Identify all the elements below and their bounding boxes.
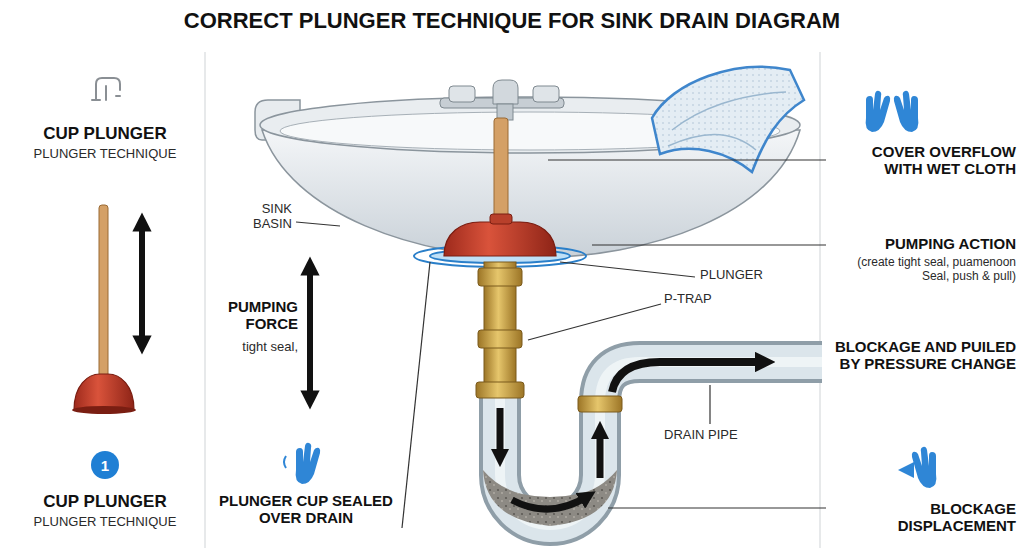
hand-icon <box>284 456 286 468</box>
hand-icon <box>296 443 321 484</box>
plunger <box>414 118 586 267</box>
leader-line <box>528 304 661 340</box>
tailpiece <box>476 382 524 398</box>
leader-line <box>608 507 826 508</box>
step-label: PLUNGER CUP SEALED OVER DRAIN <box>218 492 394 527</box>
step-number: 1 <box>101 457 109 474</box>
hand-icon <box>894 91 919 132</box>
divider-line <box>820 52 821 548</box>
part-label: P-TRAP <box>664 292 712 307</box>
hand-icon <box>898 462 914 478</box>
step-label: BLOCKAGE AND PUILED BY PRESSURE CHANGE <box>830 338 1016 373</box>
plunger <box>490 214 512 224</box>
wet-cloth <box>668 135 756 151</box>
force-label: PUMPING FORCE <box>214 298 298 333</box>
plunger-icon <box>72 406 136 414</box>
motion-arrow <box>307 266 313 400</box>
faucet-icon <box>92 99 100 101</box>
part-label: DRAIN PIPE <box>664 428 738 443</box>
part-label: PLUNGER <box>700 268 763 283</box>
faucet-icon <box>92 78 120 100</box>
faucet-icon <box>116 95 120 97</box>
p-trap <box>483 362 822 526</box>
leader-line <box>548 159 826 160</box>
motion-arrow <box>139 222 145 345</box>
flow-arrow <box>597 430 604 478</box>
leader-line <box>592 244 826 245</box>
faucet <box>440 80 564 120</box>
faucet <box>493 80 518 104</box>
panel-subtitle: PLUNGER TECHNIQUE <box>15 515 195 530</box>
panel-heading: CUP PLUNGER <box>15 124 195 144</box>
tailpiece <box>578 396 622 412</box>
leader-line <box>402 262 430 528</box>
plunger-icon <box>99 205 108 377</box>
flow-arrow <box>512 496 588 509</box>
faucet-icon <box>105 86 107 100</box>
panel-heading: CUP PLUNGER <box>15 492 195 512</box>
leader-line <box>709 385 710 424</box>
leader-line <box>296 222 340 226</box>
p-trap <box>483 470 617 526</box>
plunger-icon <box>74 374 134 410</box>
plunger-icon <box>72 205 136 414</box>
leader-line <box>296 160 826 528</box>
wet-cloth <box>672 92 786 130</box>
note-label: (create tight seal, puamenoon Seal, push… <box>830 256 1016 284</box>
leader-line <box>560 262 695 277</box>
plunger <box>494 118 508 228</box>
diagram-title: CORRECT PLUNGER TECHNIQUE FOR SINK DRAIN… <box>0 8 1024 33</box>
faucet <box>449 86 475 102</box>
hand-icon <box>912 447 937 488</box>
wet-cloth <box>652 67 804 172</box>
motion-arrow <box>142 222 310 400</box>
step-label: COVER OVERFLOW WITH WET CLOTH <box>830 143 1016 178</box>
note-label: tight seal, <box>206 340 298 355</box>
panel-subtitle: PLUNGER TECHNIQUE <box>15 147 195 162</box>
hand-icon <box>284 91 936 488</box>
tailpiece <box>476 262 622 412</box>
tailpiece <box>478 268 522 286</box>
step-number-badge: 1 <box>91 451 119 479</box>
wet-cloth <box>652 67 804 172</box>
flow-arrow <box>500 362 765 509</box>
step-label: PUMPING ACTION <box>830 235 1016 252</box>
plunger <box>444 222 556 256</box>
flow-arrow <box>612 362 765 392</box>
part-label: SINK BASIN <box>232 202 292 232</box>
tailpiece <box>478 330 522 348</box>
step-label: BLOCKAGE DISPLACEMENT <box>830 500 1016 535</box>
faucet <box>533 86 559 102</box>
hand-icon <box>866 91 891 132</box>
flow-arrow <box>497 408 504 458</box>
divider-line <box>205 52 206 548</box>
faucet-icon <box>96 78 120 100</box>
